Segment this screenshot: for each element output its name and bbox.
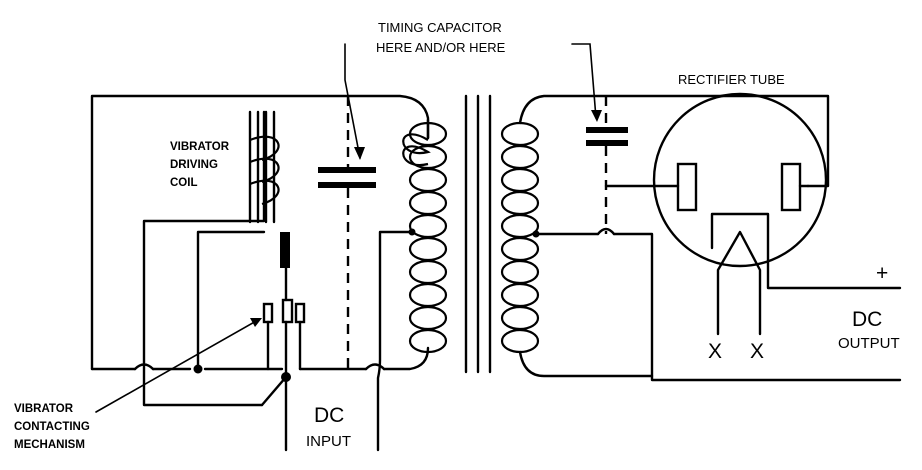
- transformer-core: [464, 94, 492, 374]
- junction-dot-left: [193, 364, 203, 374]
- tube-plate-left: [676, 162, 698, 212]
- tube-heater: [716, 230, 762, 336]
- crossing-hop-3: [596, 227, 616, 236]
- vibrator-contacts: [260, 302, 306, 407]
- dc-input-label-line2: INPUT: [306, 433, 351, 450]
- tube-plate-right: [780, 162, 802, 212]
- vibrator-lead-wire: [196, 230, 266, 371]
- heater-terminal-x2: X: [750, 340, 764, 363]
- heater-terminal-x1: X: [708, 340, 722, 363]
- crossing-hop-2: [364, 363, 386, 371]
- dc-output-label-line2: OUTPUT: [838, 335, 900, 352]
- coil-lead-wire: [142, 110, 266, 407]
- vibrator-reed: [280, 232, 294, 452]
- driving-coil-label-line1: VIBRATOR: [170, 141, 230, 153]
- secondary-center-tap-wire: [534, 232, 654, 378]
- primary-top-wire: [90, 94, 430, 371]
- tube-envelope: [652, 92, 828, 268]
- mechanism-label-line3: MECHANISM: [14, 439, 85, 451]
- tube-cathode: [710, 212, 902, 290]
- dc-output-plus-label: +: [876, 262, 888, 285]
- secondary-tap-dot: [532, 230, 540, 238]
- rectifier-tube: [652, 92, 902, 336]
- timing-capacitor-label-line2: HERE AND/OR HERE: [376, 40, 506, 55]
- driving-coil-label-line3: COIL: [170, 177, 197, 189]
- mechanism-label-line1: VIBRATOR: [14, 403, 74, 415]
- dc-output-label-line1: DC: [852, 308, 882, 331]
- timing-capacitor-label-line1: TIMING CAPACITOR: [378, 20, 502, 35]
- primary-circuit: [90, 94, 431, 452]
- secondary-coil-loops: [500, 121, 540, 354]
- secondary-top-wire: [518, 94, 830, 188]
- rectifier-tube-label: RECTIFIER TUBE: [678, 72, 785, 87]
- vibrator-driving-coil: [248, 110, 280, 224]
- primary-center-tap-wire: [376, 230, 414, 452]
- annotation-arrows: [95, 43, 602, 413]
- dc-input-label-line1: DC: [314, 404, 344, 427]
- primary-coil-loops: [408, 121, 448, 354]
- secondary-bottom-wire: [518, 350, 902, 382]
- driving-coil-label-line2: DRIVING: [170, 159, 218, 171]
- timing-capacitor-primary: [318, 96, 376, 369]
- mechanism-label-line2: CONTACTING: [14, 421, 90, 433]
- timing-capacitor-secondary: [586, 96, 628, 234]
- secondary-circuit: [518, 94, 902, 382]
